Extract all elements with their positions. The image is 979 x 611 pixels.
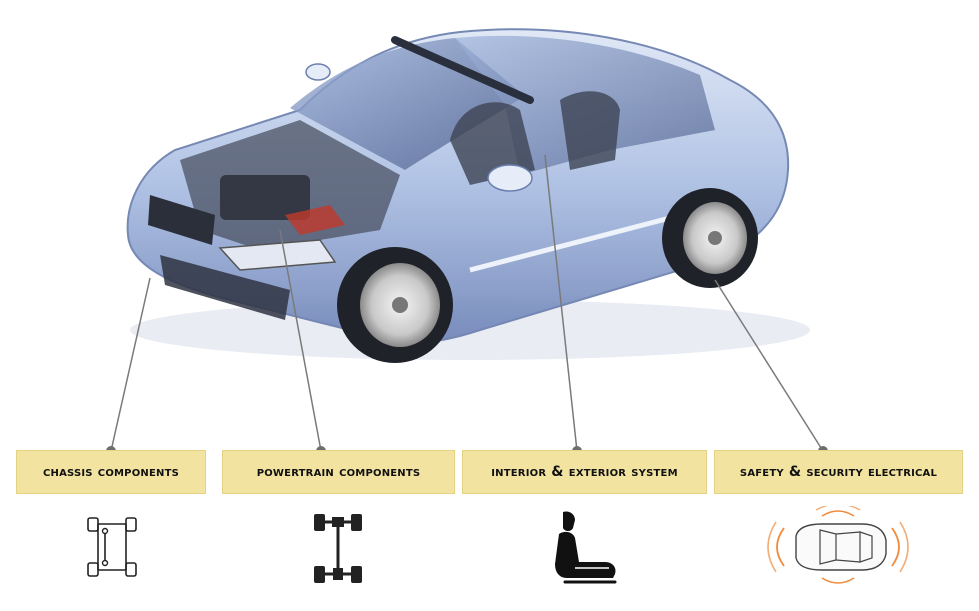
- category-label-chassis: Chassis Components: [16, 450, 206, 494]
- category-label-chassis-text: Chassis Components: [42, 464, 179, 480]
- category-label-powertrain: Powertrain Components: [222, 450, 455, 494]
- engine-detail: [220, 175, 310, 220]
- category-label-safety-text: Safety & Security Electrical: [739, 464, 938, 480]
- car-illustration: [126, 28, 810, 363]
- rear-wheel: [662, 188, 758, 288]
- category-label-interior: Interior & Exterior System: [462, 450, 707, 494]
- category-label-interior-text: Interior & Exterior System: [491, 464, 678, 480]
- category-label-powertrain-text: Powertrain Components: [256, 464, 421, 480]
- car-sensor-waves-icon: [762, 506, 914, 588]
- car-seat-icon: [545, 506, 621, 588]
- car-side-mirror: [487, 164, 533, 192]
- category-label-safety: Safety & Security Electrical: [714, 450, 963, 494]
- car-lower-intake: [160, 255, 290, 320]
- car-grille: [148, 195, 215, 245]
- car-roof-pillar: [391, 36, 534, 104]
- powertrain-axle-icon: [308, 506, 368, 588]
- car-side-mirror-left: [305, 63, 331, 81]
- front-wheel: [337, 247, 453, 363]
- chassis-frame-icon: [82, 506, 142, 588]
- engine-red-parts: [285, 205, 345, 235]
